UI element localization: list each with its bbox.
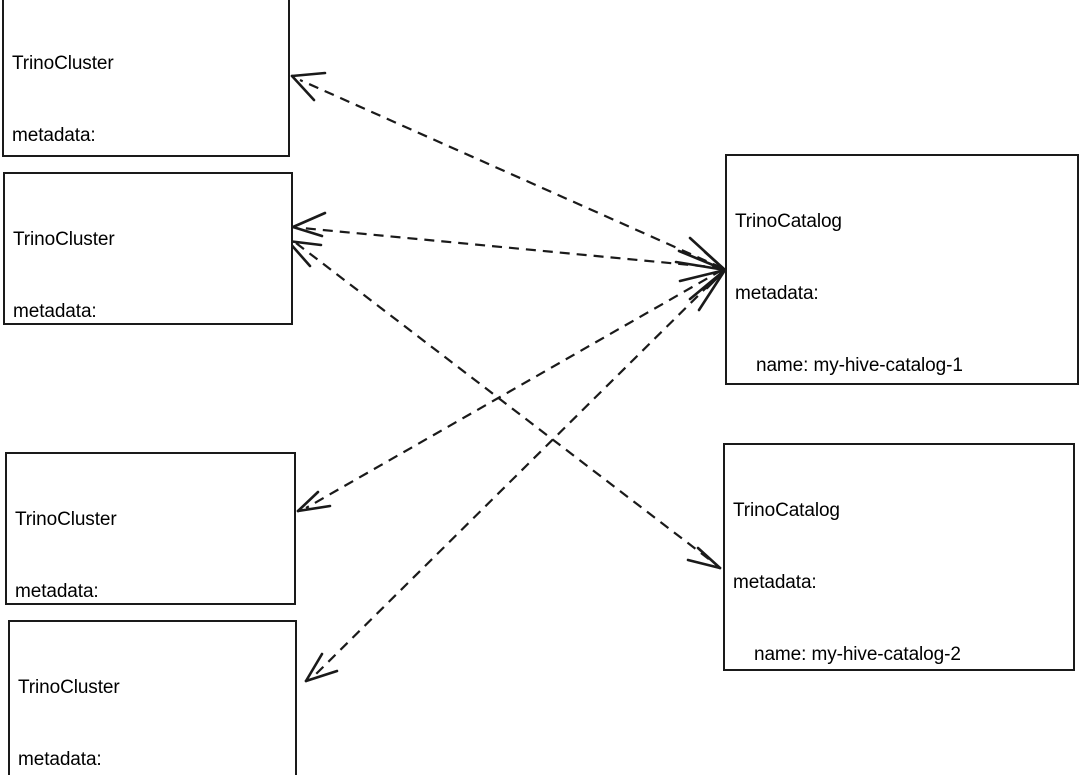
node-line: TrinoCluster xyxy=(18,677,120,698)
node-line: metadata: xyxy=(13,301,97,322)
node-trinocatalog-my-hive-catalog-1[interactable]: TrinoCatalog metadata: name: my-hive-cat… xyxy=(725,154,1079,385)
edge-catalog1-to-my-trino-line xyxy=(299,78,723,270)
node-line: TrinoCatalog xyxy=(735,211,842,232)
node-trinocluster-my-trino-blue[interactable]: TrinoCluster metadata: name: my-trino-bl… xyxy=(5,452,296,605)
arrowhead-my-trino xyxy=(290,71,327,102)
edge-catalog1-to-my-trino-green-line xyxy=(313,271,723,677)
node-line: TrinoCluster xyxy=(13,229,115,250)
edge-catalog2-to-my-trino-2-line xyxy=(295,242,715,564)
edge-catalog1-to-my-trino-blue-line xyxy=(305,269,723,509)
node-line: name: my-hive-catalog-1 xyxy=(756,355,963,376)
node-line: metadata: xyxy=(733,572,817,593)
node-line: metadata: xyxy=(12,125,96,146)
edge-catalog1-to-my-trino-2-line xyxy=(301,226,723,270)
node-line: TrinoCluster xyxy=(15,509,117,530)
node-line: metadata: xyxy=(15,581,99,602)
node-trinocluster-my-trino-2[interactable]: TrinoCluster metadata: name: my-trino-2 … xyxy=(3,172,293,325)
node-line: TrinoCluster xyxy=(12,53,114,74)
arrowhead-catalog-1 xyxy=(674,236,727,312)
arrowhead-my-trino-green xyxy=(304,652,339,683)
node-line: metadata: xyxy=(735,283,819,304)
arrowhead-catalog-2 xyxy=(686,546,722,570)
arrowhead-my-trino-2-upper xyxy=(291,211,327,238)
node-line: metadata: xyxy=(18,749,102,770)
arrowhead-my-trino-blue xyxy=(296,490,332,513)
node-line: TrinoCatalog xyxy=(733,500,840,521)
node-trinocatalog-my-hive-catalog-2[interactable]: TrinoCatalog metadata: name: my-hive-cat… xyxy=(723,443,1075,671)
node-line: name: my-hive-catalog-2 xyxy=(754,644,961,665)
node-trinocluster-my-trino-green[interactable]: TrinoCluster metadata: name: my-trino-gr… xyxy=(8,620,297,775)
node-trinocluster-my-trino[interactable]: TrinoCluster metadata: name: my-trino ca… xyxy=(2,0,290,157)
